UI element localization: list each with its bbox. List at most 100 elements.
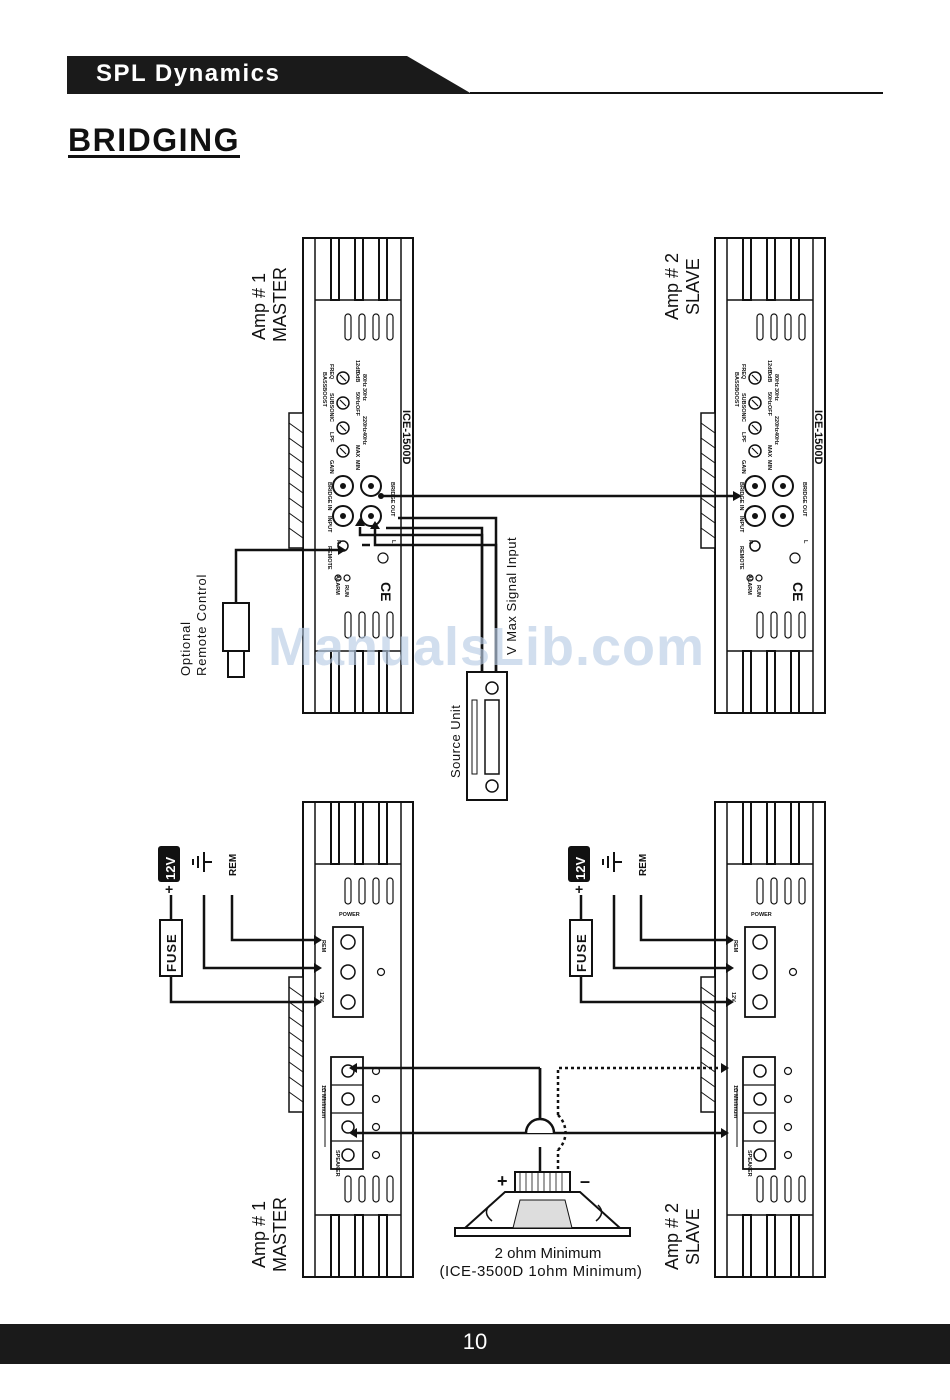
amp1-battery-label: 12V <box>163 857 178 880</box>
signal-input-label: V Max Signal Input <box>504 537 519 655</box>
amp1-label-gain: GAIN <box>328 460 334 474</box>
speaker-wiring <box>349 1063 729 1175</box>
amp1-rem-label: REM <box>228 854 239 876</box>
amp2-label-min: MIN <box>766 460 772 470</box>
amp2-label-bridge-out: BRIDGE OUT <box>801 482 807 517</box>
amp2-label-max: MAX <box>766 445 772 458</box>
amp2-label-0db: 0dB <box>766 372 772 382</box>
page-number: 10 <box>462 1329 488 1354</box>
amp2-label-freq: FREQ <box>740 364 746 380</box>
amp1-label-12db: 12dB <box>354 360 360 373</box>
amp1-label-run: RUN <box>343 585 349 597</box>
amp2-slave-control <box>700 237 826 714</box>
amp2-label-gain: GAIN <box>740 460 746 474</box>
amp2-label-r: R <box>747 540 753 544</box>
amp2-label-rem: REM <box>732 940 738 953</box>
amp2-label-lpf: LPF <box>740 432 746 443</box>
amp2-label-speaker: SPEAKER <box>746 1150 752 1177</box>
amp1-ce-mark: CE <box>378 582 394 601</box>
amp2-label-12db: 12dB <box>766 360 772 373</box>
amp2-label-30hz: 30Hz <box>773 388 779 401</box>
amp1-label-40hz: 40Hz <box>361 432 367 445</box>
page-title: BRIDGING <box>68 122 240 158</box>
amp1-label-0db: 0dB <box>354 372 360 382</box>
amp2-label-50hz: 50Hz <box>766 392 772 405</box>
amp1-label-220hz: 220Hz <box>361 416 367 432</box>
amp2-power-wiring: FUSE 12V + REM <box>568 846 734 1007</box>
amp1-label-max: MAX <box>354 445 360 458</box>
amp2-top-label1: Amp # 2 <box>662 253 682 320</box>
amp1-plus-sign: + <box>165 881 173 897</box>
amp2-model: ICE-1500D <box>812 410 824 464</box>
header-rule <box>470 92 883 94</box>
amp1-label-remote: REMOTE <box>326 546 332 570</box>
amp2-label-remote: REMOTE <box>738 546 744 570</box>
amp1-label-power: POWER <box>339 912 360 918</box>
amp2-label-12v: 12V <box>730 992 736 1002</box>
amp2-label-80hz: 80Hz <box>773 374 779 387</box>
ohm-min-alt-label: (ICE-3500D 1ohm Minimum) <box>440 1263 643 1280</box>
amp2-slave-power <box>700 801 826 1278</box>
amp2-label-subsonic: SUBSONIC <box>740 393 746 422</box>
amp2-top-label2: SLAVE <box>683 258 703 315</box>
amp1-bottom-label2: MASTER <box>270 1197 290 1272</box>
footer-bar <box>0 1324 950 1364</box>
amp1-label-min: MIN <box>354 460 360 470</box>
amp1-label-rem: REM <box>320 940 326 953</box>
amp2-label-run: RUN <box>755 585 761 597</box>
amp1-label-minimum: 1Ω Minimum <box>320 1085 326 1118</box>
amp2-label-input: INPUT <box>738 516 744 533</box>
amp1-label-12v: 12V <box>318 992 324 1002</box>
amp1-label-lpf: LPF <box>328 432 334 443</box>
amp1-fuse-label: FUSE <box>164 933 179 972</box>
speaker: + – <box>454 1171 631 1237</box>
amp1-label-bassboost: BASSBOOST <box>321 372 327 407</box>
amp1-label-speaker: SPEAKER <box>334 1150 340 1177</box>
amp2-plus-sign: + <box>575 881 583 897</box>
watermark: ManualsLib.com <box>268 617 706 677</box>
ohm-min-label: 2 ohm Minimum <box>495 1245 602 1262</box>
amp1-label-off: OFF <box>354 405 360 417</box>
source-unit-label: Source Unit <box>448 705 463 778</box>
amp2-label-power: POWER <box>751 912 772 918</box>
amp1-model: ICE-1500D <box>400 410 412 464</box>
header-bar <box>67 56 472 94</box>
amp1-power-wiring: FUSE 12V + REM <box>158 846 322 1007</box>
amp2-label-alarm: ALARM <box>746 575 752 595</box>
amp1-master-power <box>288 801 414 1278</box>
amp1-label-alarm: ALARM <box>334 575 340 595</box>
amp1-bottom-label1: Amp # 1 <box>249 1201 269 1268</box>
amp2-label-220hz: 220Hz <box>773 416 779 432</box>
amp2-label-bassboost: BASSBOOST <box>733 372 739 407</box>
amp1-label-freq: FREQ <box>328 364 334 380</box>
speaker-minus: – <box>580 1171 590 1191</box>
amp1-top-label2: MASTER <box>270 267 290 342</box>
amp1-label-80hz: 80Hz <box>361 374 367 387</box>
amp1-label-bridge-out: BRIDGE OUT <box>389 482 395 517</box>
amp2-bottom-label2: SLAVE <box>683 1208 703 1265</box>
amp2-label-l: L <box>802 540 808 544</box>
remote-control <box>222 545 346 678</box>
remote-control-label: Remote Control <box>194 574 209 676</box>
optional-label: Optional <box>178 621 193 676</box>
amp1-label-l: L <box>390 540 396 544</box>
amp1-label-50hz: 50Hz <box>354 392 360 405</box>
amp2-label-40hz: 40Hz <box>773 432 779 445</box>
amp2-bottom-label1: Amp # 2 <box>662 1203 682 1270</box>
amp2-label-minimum: 1Ω Minimum <box>732 1085 738 1118</box>
amp1-label-input: INPUT <box>326 516 332 533</box>
amp2-ce-mark: CE <box>790 582 806 601</box>
amp2-battery-label: 12V <box>573 857 588 880</box>
amp1-label-30hz: 30Hz <box>361 388 367 401</box>
amp2-label-off: OFF <box>766 405 772 417</box>
amp1-label-bridge-in: BRIDGE IN <box>326 482 332 510</box>
speaker-plus: + <box>497 1171 508 1191</box>
source-unit <box>466 671 508 801</box>
header-brand: SPL Dynamics <box>96 60 281 87</box>
amp2-rem-label: REM <box>638 854 649 876</box>
amp1-label-r: R <box>335 540 341 544</box>
amp2-fuse-label: FUSE <box>574 933 589 972</box>
amp1-top-label1: Amp # 1 <box>249 273 269 340</box>
amp1-label-subsonic: SUBSONIC <box>328 393 334 422</box>
